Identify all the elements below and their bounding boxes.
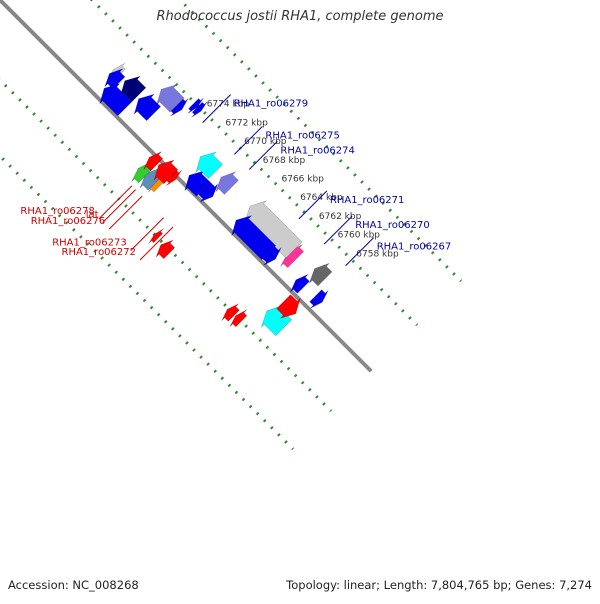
callout-line <box>249 141 278 170</box>
gene-arrow <box>262 246 282 266</box>
inner-dotted-track-bottom <box>89 0 419 327</box>
gene-arrow <box>133 93 162 122</box>
kbp-tick-label: 6768 kbp <box>263 156 306 166</box>
gene-arrow <box>215 171 239 195</box>
outer-dotted-track-bottom <box>177 0 463 283</box>
kbp-tick-label: 6758 kbp <box>356 249 399 259</box>
callout-line <box>130 217 165 252</box>
kbp-tick-label: 6772 kbp <box>225 118 268 128</box>
inner-dotted-track-top <box>0 77 333 413</box>
gene-arrow <box>195 151 223 179</box>
map-title: Rhodococcus jostii RHA1, complete genome <box>156 9 444 24</box>
kbp-tick-label: 6766 kbp <box>282 175 325 185</box>
outer-dotted-track-top <box>0 153 295 451</box>
accession-text: Accession: NC_008268 <box>8 578 139 592</box>
gene-arrow <box>148 228 164 244</box>
gene-arrow <box>184 170 211 197</box>
gene-arrow <box>187 97 204 114</box>
gene-label: RHA1_ro06279 <box>234 99 309 110</box>
gene-arrow <box>191 101 208 118</box>
gene-arrow <box>156 84 185 113</box>
gene-label: RHA1_ro06278 <box>20 206 95 217</box>
kbp-tick-label: 6774 kbp <box>207 100 250 110</box>
gene-arrow <box>309 289 329 309</box>
kbp-tick-label: 6760 kbp <box>338 231 381 241</box>
kbp-tick-label: 6762 kbp <box>319 212 362 222</box>
gene-label: RHA1_ro06270 <box>355 220 430 231</box>
gene-label: RHA1_ro06273 <box>52 238 127 249</box>
callout-line <box>298 190 328 220</box>
gene-arrow <box>197 181 219 203</box>
callout-line <box>202 94 231 123</box>
gene-arrow <box>231 215 277 261</box>
kbp-tick-label: 6764 kbp <box>300 193 343 203</box>
gene-arrow <box>229 309 248 328</box>
callout-line <box>139 226 174 261</box>
gene-arrow <box>221 303 240 322</box>
callout-line <box>102 189 136 223</box>
gene-arrow <box>155 239 176 260</box>
gene-label: RHA1_ro06275 <box>265 130 340 141</box>
callout-line <box>323 215 353 245</box>
gene-arrow <box>165 169 183 187</box>
callout-line <box>234 126 263 155</box>
genome-summary-text: Topology: linear; Length: 7,804,765 bp; … <box>286 578 592 592</box>
callout-line <box>98 185 133 220</box>
gene-arrow <box>153 159 179 185</box>
gene-label: lat <box>86 210 99 221</box>
gene-arrow <box>309 263 333 287</box>
gene-label: RHA1_ro06267 <box>377 242 452 253</box>
gene-label: RHA1_ro06274 <box>280 145 355 156</box>
gene-arrow <box>276 294 301 319</box>
gene-label: RHA1_ro06271 <box>330 195 405 206</box>
kbp-tick-label: 6770 kbp <box>244 137 287 147</box>
gene-arrow <box>290 274 310 294</box>
gene-arrow <box>104 68 126 90</box>
gene-label: RHA1_ro06276 <box>31 216 106 227</box>
callout-line <box>345 237 375 267</box>
gene-arrow <box>143 151 164 172</box>
genome-backbone <box>0 0 373 373</box>
callout-line <box>108 195 143 230</box>
gene-label: RHA1_ro06272 <box>62 247 137 258</box>
